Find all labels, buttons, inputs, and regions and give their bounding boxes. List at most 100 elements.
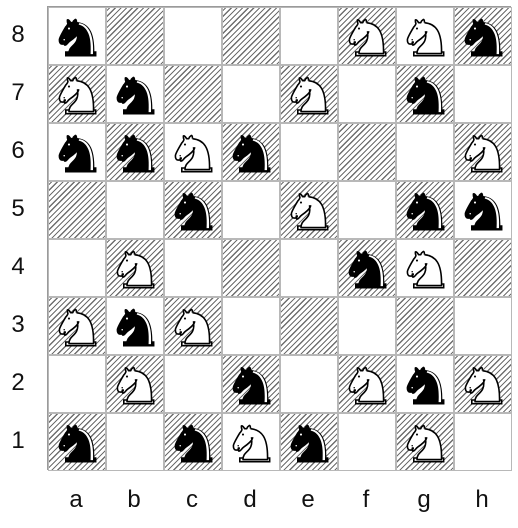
black-knight-icon [227, 128, 275, 176]
black-knight-icon [111, 128, 159, 176]
square-b4[interactable] [106, 239, 164, 297]
white-knight-icon [401, 244, 449, 292]
square-b5[interactable] [106, 181, 164, 239]
square-d1[interactable] [222, 413, 280, 471]
square-h6[interactable] [454, 123, 512, 181]
square-a7[interactable] [48, 65, 106, 123]
square-e2[interactable] [280, 355, 338, 413]
square-e7[interactable] [280, 65, 338, 123]
square-b6[interactable] [106, 123, 164, 181]
square-e8[interactable] [280, 7, 338, 65]
square-a1[interactable] [48, 413, 106, 471]
black-knight-icon [401, 70, 449, 118]
black-knight-icon [53, 128, 101, 176]
square-a2[interactable] [48, 355, 106, 413]
white-knight-icon [285, 70, 333, 118]
square-g4[interactable] [396, 239, 454, 297]
square-d2[interactable] [222, 355, 280, 413]
rank-label-2: 2 [6, 354, 30, 412]
black-knight-icon [227, 360, 275, 408]
square-c1[interactable] [164, 413, 222, 471]
black-knight-icon [169, 186, 217, 234]
black-knight-icon [111, 302, 159, 350]
square-f7[interactable] [338, 65, 396, 123]
square-f4[interactable] [338, 239, 396, 297]
square-a3[interactable] [48, 297, 106, 355]
rank-label-1: 1 [6, 412, 30, 470]
white-knight-icon [343, 360, 391, 408]
square-g6[interactable] [396, 123, 454, 181]
square-a4[interactable] [48, 239, 106, 297]
white-knight-icon [285, 186, 333, 234]
square-h5[interactable] [454, 181, 512, 239]
rank-label-8: 8 [6, 6, 30, 64]
square-f8[interactable] [338, 7, 396, 65]
square-f6[interactable] [338, 123, 396, 181]
square-d3[interactable] [222, 297, 280, 355]
square-f3[interactable] [338, 297, 396, 355]
square-g2[interactable] [396, 355, 454, 413]
white-knight-icon [53, 70, 101, 118]
black-knight-icon [53, 12, 101, 60]
square-f1[interactable] [338, 413, 396, 471]
square-e3[interactable] [280, 297, 338, 355]
square-e5[interactable] [280, 181, 338, 239]
square-h8[interactable] [454, 7, 512, 65]
square-f2[interactable] [338, 355, 396, 413]
square-h1[interactable] [454, 413, 512, 471]
square-b7[interactable] [106, 65, 164, 123]
rank-label-4: 4 [6, 238, 30, 296]
square-c3[interactable] [164, 297, 222, 355]
square-h3[interactable] [454, 297, 512, 355]
square-g1[interactable] [396, 413, 454, 471]
square-d4[interactable] [222, 239, 280, 297]
square-g3[interactable] [396, 297, 454, 355]
black-knight-icon [111, 70, 159, 118]
white-knight-icon [401, 418, 449, 466]
square-e4[interactable] [280, 239, 338, 297]
square-g5[interactable] [396, 181, 454, 239]
white-knight-icon [169, 128, 217, 176]
rank-label-5: 5 [6, 180, 30, 238]
square-g7[interactable] [396, 65, 454, 123]
square-b8[interactable] [106, 7, 164, 65]
square-c5[interactable] [164, 181, 222, 239]
file-label-b: b [105, 478, 163, 522]
black-knight-icon [401, 360, 449, 408]
black-knight-icon [459, 186, 507, 234]
white-knight-icon [401, 12, 449, 60]
square-f5[interactable] [338, 181, 396, 239]
square-g8[interactable] [396, 7, 454, 65]
chess-board[interactable] [47, 6, 511, 470]
square-h4[interactable] [454, 239, 512, 297]
square-h2[interactable] [454, 355, 512, 413]
black-knight-icon [53, 418, 101, 466]
square-e1[interactable] [280, 413, 338, 471]
file-label-c: c [163, 478, 221, 522]
black-knight-icon [401, 186, 449, 234]
square-d6[interactable] [222, 123, 280, 181]
square-c2[interactable] [164, 355, 222, 413]
file-label-g: g [395, 478, 453, 522]
square-d8[interactable] [222, 7, 280, 65]
rank-label-6: 6 [6, 122, 30, 180]
square-b2[interactable] [106, 355, 164, 413]
square-d5[interactable] [222, 181, 280, 239]
square-c7[interactable] [164, 65, 222, 123]
square-h7[interactable] [454, 65, 512, 123]
square-b3[interactable] [106, 297, 164, 355]
black-knight-icon [285, 418, 333, 466]
white-knight-icon [53, 302, 101, 350]
square-c6[interactable] [164, 123, 222, 181]
square-a6[interactable] [48, 123, 106, 181]
rank-label-7: 7 [6, 64, 30, 122]
square-a5[interactable] [48, 181, 106, 239]
square-c4[interactable] [164, 239, 222, 297]
square-c8[interactable] [164, 7, 222, 65]
square-a8[interactable] [48, 7, 106, 65]
square-b1[interactable] [106, 413, 164, 471]
black-knight-icon [459, 12, 507, 60]
square-d7[interactable] [222, 65, 280, 123]
square-e6[interactable] [280, 123, 338, 181]
rank-label-3: 3 [6, 296, 30, 354]
